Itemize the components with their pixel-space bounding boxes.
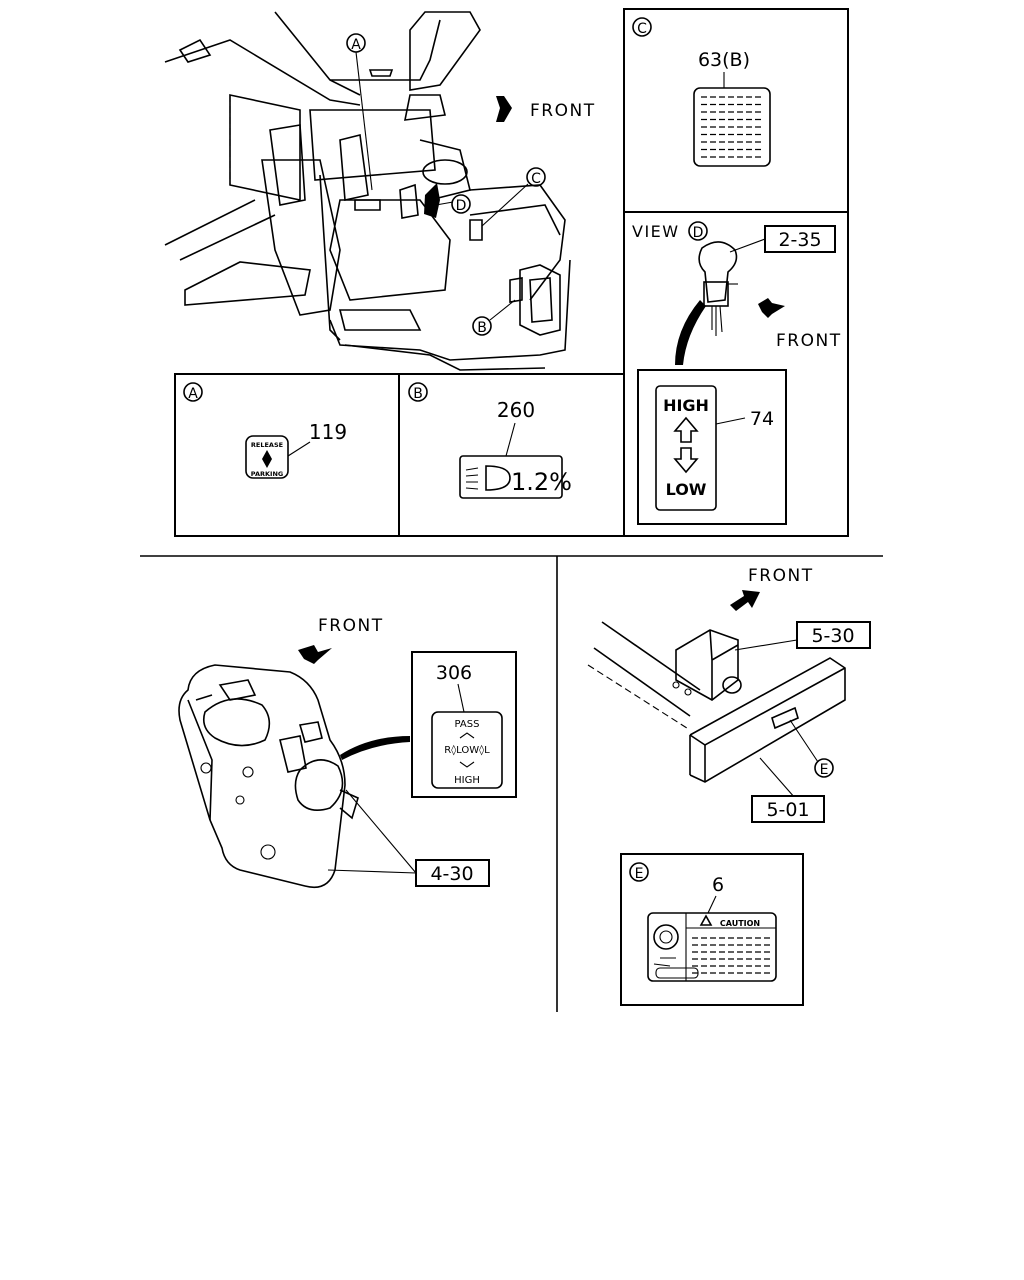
- headlamp-level-icon: [465, 465, 511, 491]
- part-2-35: 2-35: [778, 229, 821, 251]
- letter-c-callout: C: [531, 171, 541, 187]
- panel-e-letter: E: [635, 866, 644, 882]
- label-74-low: LOW: [666, 480, 707, 499]
- front-arrow-switch-icon: [298, 645, 332, 664]
- label-260-percent: 1.2%: [511, 468, 572, 496]
- panel-c-letter: C: [637, 21, 647, 37]
- cab-interior-illustration: [164, 11, 571, 371]
- part-4-30: 4-30: [430, 863, 473, 885]
- warning-triangle-icon: [699, 914, 713, 926]
- letter-d-callout: D: [456, 198, 467, 214]
- part-5-01: 5-01: [766, 799, 809, 821]
- label-6-text-lines: [692, 937, 770, 974]
- front-arrow-frame-icon: [730, 590, 760, 611]
- label-306-high: HIGH: [454, 775, 480, 786]
- label-63b-plate: [693, 87, 771, 167]
- arrow-up-icon: [673, 416, 699, 443]
- label-119-plate: [245, 435, 289, 479]
- front-label-frame: FRONT: [748, 566, 814, 586]
- label-306-plate: [431, 711, 503, 789]
- ref-box-5-01: [751, 795, 825, 823]
- label-74-frame: [637, 369, 787, 525]
- chassis-frame-illustration: [587, 621, 846, 783]
- part-260: 260: [497, 398, 535, 422]
- front-label-view-d: FRONT: [776, 331, 842, 351]
- letter-b-callout: B: [477, 320, 487, 336]
- gauge-icon: [653, 924, 679, 950]
- label-74-high: HIGH: [663, 396, 709, 415]
- label-119-parking: PARKING: [251, 470, 283, 478]
- letter-a-callout: A: [351, 37, 361, 53]
- ref-box-5-30: [796, 621, 871, 649]
- part-119: 119: [309, 420, 347, 444]
- arrow-down-icon: [673, 447, 699, 474]
- label-306-pass: PASS: [455, 719, 480, 730]
- diamond-icon: [262, 450, 272, 468]
- front-arrow-view-d-icon: [758, 298, 785, 318]
- view-label: VIEW: [632, 222, 680, 241]
- label-63b-text-lines: [701, 96, 764, 158]
- front-label-cab: FRONT: [530, 101, 596, 121]
- part-5-30: 5-30: [811, 625, 854, 647]
- panel-b-letter: B: [413, 386, 423, 402]
- panel-b: [398, 373, 625, 537]
- letter-e-callout: E: [820, 762, 829, 778]
- ref-box-4-30: [415, 859, 490, 887]
- part-306: 306: [436, 662, 472, 684]
- panel-a: [174, 373, 400, 537]
- front-label-switch: FRONT: [318, 616, 384, 636]
- panel-a-letter: A: [188, 386, 198, 402]
- front-arrow-icon: [496, 96, 512, 122]
- combination-switch-illustration: [178, 664, 359, 889]
- view-d-arrow-icon: [675, 300, 706, 365]
- ref-box-2-35: [764, 225, 836, 253]
- label-306-low-row: R◊LOW◊L: [444, 744, 490, 756]
- label-119-release: RELEASE: [251, 441, 283, 449]
- label-306-frame: [411, 651, 517, 798]
- label-74-plate: [655, 385, 717, 511]
- view-d-letter: D: [693, 225, 704, 241]
- label-260-plate: [459, 455, 563, 499]
- label-6-caution: CAUTION: [720, 919, 760, 928]
- part-74: 74: [750, 408, 774, 430]
- part-6: 6: [712, 874, 724, 896]
- part-63b: 63(B): [698, 49, 750, 71]
- label-6-plate: [647, 912, 777, 982]
- gear-knob-illustration: [698, 241, 738, 336]
- panel-e: [620, 853, 804, 1006]
- panel-c: [623, 8, 849, 213]
